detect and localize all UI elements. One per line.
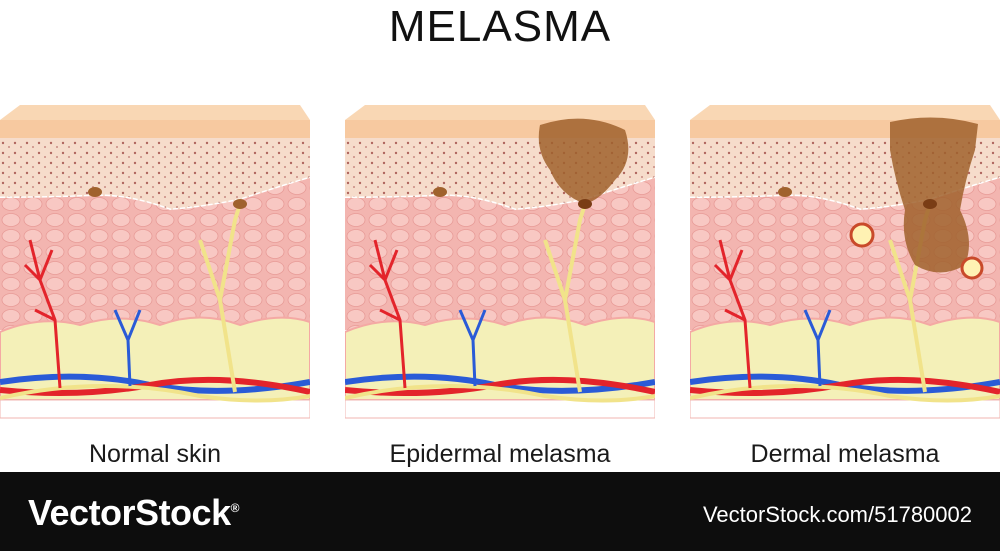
melanin-deposit [538, 118, 629, 204]
dermis [0, 178, 310, 330]
nerve [0, 383, 310, 403]
artery [0, 376, 310, 397]
caption-normal-skin: Normal skin [89, 440, 221, 468]
artery-branch [23, 239, 62, 389]
panel-normal-skin [0, 100, 310, 420]
melanocyte [923, 199, 937, 209]
skin-top-face [0, 105, 310, 120]
dermis [345, 178, 655, 330]
panel-dermal-melasma [690, 100, 1000, 420]
melanocyte [578, 199, 592, 209]
melanin-deposit [890, 117, 978, 273]
stratum-corneum [0, 120, 310, 138]
melanocyte [88, 187, 102, 197]
image-id-text: VectorStock.com/51780002 [702, 502, 972, 527]
page-title: MELASMA [388, 2, 612, 51]
melanophage [960, 256, 984, 280]
brand-logo: VectorStock® [28, 492, 239, 533]
epidermis [0, 138, 310, 210]
nerve-branch [198, 203, 242, 393]
vein-branch [113, 309, 142, 387]
skin-cross-section [0, 105, 310, 419]
panel-epidermal-melasma [345, 100, 655, 420]
caption-epidermal-melasma: Epidermal melasma [389, 440, 611, 468]
watermark-footer: VectorStock® VectorStock.com/51780002 [0, 472, 1000, 551]
melanocyte [778, 187, 792, 197]
melanocyte [233, 199, 247, 209]
melanocyte [433, 187, 447, 197]
caption-dermal-melasma: Dermal melasma [750, 440, 940, 468]
skin-cross-section [345, 105, 655, 419]
skin-cross-section [690, 105, 1000, 419]
melanophage [849, 222, 875, 248]
